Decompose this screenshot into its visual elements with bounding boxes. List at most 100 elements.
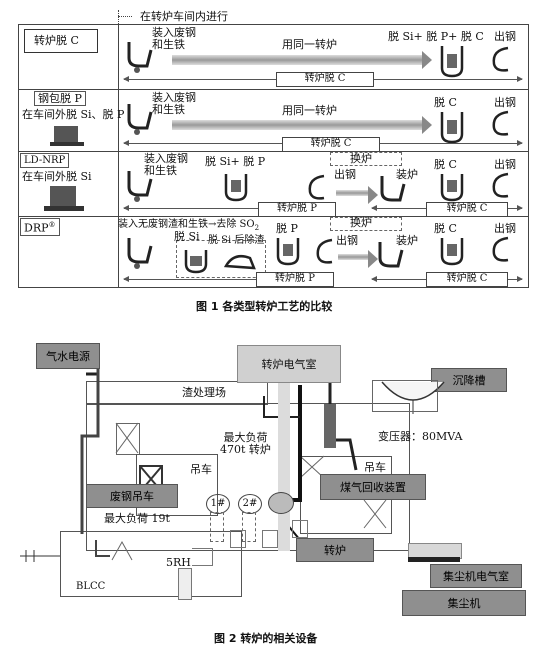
- small-vessel-2: [262, 530, 278, 548]
- row4-dep: 脱 P: [276, 222, 298, 235]
- row4-step-right: 脱 C: [434, 222, 457, 235]
- row4-desi: 脱 Si: [174, 230, 200, 243]
- max-load-19-label: 最大负荷 19t: [104, 512, 170, 525]
- row2-bottom-bar: 转炉脱 C: [282, 137, 380, 152]
- row3-sub: 在车间外脱 Si: [22, 170, 92, 183]
- top-dotted-line: [118, 10, 120, 24]
- row1-step-right: 脱 Si+ 脱 P+ 脱 C: [388, 30, 484, 43]
- row3-transfer-arrow: [336, 186, 378, 204]
- rh-label: 5RH: [166, 556, 191, 569]
- slag-yard-label: 渣处理场: [182, 386, 226, 399]
- row2-sub: 在车间外脱 Si、脱 P: [22, 108, 125, 121]
- row3-bar1: 转炉脱 P: [258, 202, 336, 217]
- electric-room-label: 转炉电气室: [237, 345, 341, 383]
- desi-vessel-icon: [184, 250, 208, 274]
- row4-tap1: 出钢: [336, 234, 358, 247]
- converter-icon: [440, 238, 464, 266]
- dust-room-strip: [408, 557, 460, 562]
- row2-center: 用同一转炉: [282, 104, 337, 117]
- row3-step-right: 脱 C: [434, 158, 457, 171]
- ladle-icon: [378, 242, 404, 268]
- row2-flow-arrow: [172, 116, 432, 134]
- blcc-label: BLCC: [76, 581, 106, 592]
- converter-icon: [276, 238, 300, 266]
- crane-left-label: 吊车: [190, 463, 212, 476]
- crane-right-label: 吊车: [364, 461, 386, 474]
- row1-bottom-bar: 转炉脱 C: [276, 72, 374, 87]
- gas-duct: [324, 404, 336, 448]
- row1-charge: 装入废钢 和生铁: [152, 26, 196, 51]
- ladle-icon: [127, 104, 153, 135]
- row3-charge: 装入废钢 和生铁: [144, 152, 188, 177]
- row-divider-1: [18, 89, 528, 90]
- row1-label-box: [24, 29, 98, 53]
- tap-icon: [492, 172, 509, 198]
- water-power-label: 气水电源: [36, 343, 100, 369]
- row-divider-2: [18, 151, 528, 152]
- tap-icon: [492, 46, 509, 72]
- row1-flow-arrow: [172, 51, 432, 69]
- building-lower: [60, 531, 242, 597]
- row3-tap: 出钢: [494, 158, 516, 171]
- scrap-crane-label: 废钢吊车: [86, 484, 178, 508]
- slag-pot-icon: [223, 255, 256, 270]
- row4-deslag: 脱 Si 后除渣: [208, 235, 265, 246]
- tap-icon: [492, 236, 509, 262]
- ladle-icon: [127, 238, 153, 269]
- ground-icon: [20, 550, 60, 562]
- registered-mark: ®: [48, 221, 56, 229]
- ladle-icon: [380, 176, 406, 202]
- row4-label: DRP®: [20, 218, 60, 236]
- slag-yard-box: [86, 381, 268, 405]
- converter-icon: [440, 46, 464, 78]
- converter-icon: [440, 112, 464, 144]
- top-dotted-arrow: [118, 16, 132, 18]
- converter-icon: [440, 174, 464, 202]
- row2-step-right: 脱 C: [434, 96, 457, 109]
- dust-collector-label: 集尘机: [402, 590, 526, 616]
- converter-active-circle: [268, 492, 294, 514]
- top-note: 在转炉车间内进行: [140, 10, 228, 23]
- row3-change: 换炉: [350, 152, 372, 165]
- converter-dash-2: [242, 512, 256, 542]
- ladle-station-icon: [50, 126, 84, 146]
- ladle-icon: [127, 42, 153, 73]
- row3-bar2: 转炉脱 C: [426, 202, 508, 217]
- fig1-frame: [18, 24, 529, 288]
- max-load-label: 最大负荷 470t 转炉: [220, 431, 271, 456]
- left-bay-cross: [115, 422, 139, 454]
- row1-center: 用同一转炉: [282, 38, 337, 51]
- row3-label: LD-NRP: [20, 153, 70, 168]
- small-vessel-3: [292, 520, 308, 538]
- converter-dash-1: [210, 512, 224, 542]
- row4-bar1: 转炉脱 P: [256, 272, 334, 287]
- converter-label: 转炉: [296, 538, 374, 562]
- row1-label: 转炉脱 C: [34, 34, 79, 47]
- converter-1-circle: 1#: [206, 494, 230, 514]
- row4-desi-box: [176, 240, 266, 278]
- gas-recovery-label: 煤气回收装置: [320, 474, 426, 500]
- row4-transfer-arrow: [338, 250, 378, 268]
- desulf-station-icon: [44, 186, 84, 211]
- rh-vessel: [178, 568, 192, 600]
- tap-icon: [492, 110, 509, 136]
- row2-label: 钢包脱 P: [34, 91, 86, 106]
- tap-icon: [308, 174, 325, 200]
- row3-charge2: 装炉: [396, 168, 418, 181]
- rh-icon: [111, 540, 133, 561]
- transformer-label: 变压器：80MVA: [378, 430, 463, 443]
- fig1-left-divider: [118, 24, 119, 287]
- row1-tap: 出钢: [494, 30, 516, 43]
- small-vessel-1: [230, 530, 246, 548]
- row4-charge2: 装炉: [396, 234, 418, 247]
- row4-change-box: [330, 217, 402, 231]
- settling-tank-label: 沉降槽: [431, 368, 507, 392]
- rh-bracket: [192, 548, 213, 566]
- fig1-caption: 图 1 各类型转炉工艺的比较: [196, 300, 333, 313]
- row4-change: 换炉: [350, 216, 372, 229]
- row3-tap1: 出钢: [334, 168, 356, 181]
- fig2-caption: 图 2 转炉的相关设备: [214, 632, 318, 645]
- electric-column: [278, 381, 290, 551]
- right-bay-cross-2: [363, 499, 387, 529]
